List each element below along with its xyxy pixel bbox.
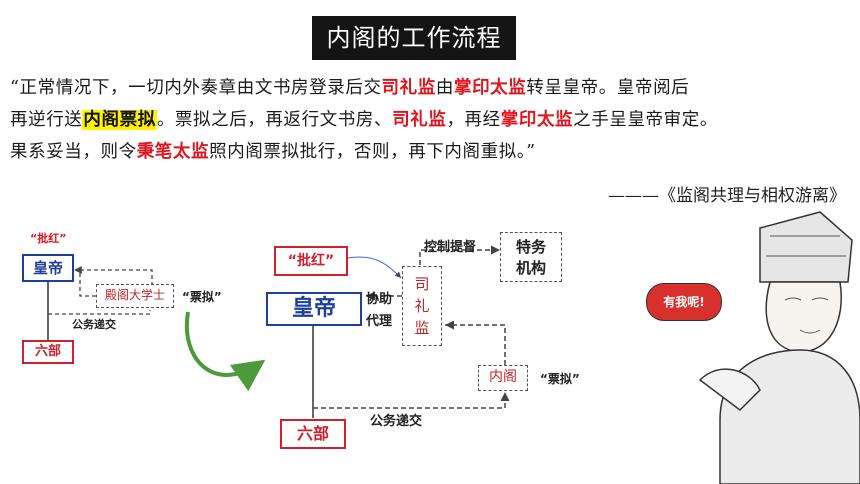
left-piaoni-label: “票拟” — [182, 290, 222, 304]
quote-source: ———《监阁共理与相权游离》 — [608, 186, 846, 206]
quote-text-span: 果系妥当，则令 — [10, 142, 137, 162]
pihong-pointer — [347, 256, 402, 279]
left-relay-label: 公务递交 — [72, 318, 116, 331]
neige-to-sili-arrow — [445, 320, 506, 365]
quote-text-span: ，再经 — [446, 110, 501, 130]
quote-line-3: 果系妥当，则令秉笔太监照内阁票拟批行，否则，再下内阁重拟。” — [10, 136, 850, 168]
green-curved-arrow — [184, 311, 266, 392]
quote-text-span: 再逆行送 — [10, 110, 83, 130]
keyword-zhangyin: 掌印太监 — [453, 78, 527, 98]
right-liubu-box: 六部 — [280, 419, 346, 449]
left-emperor-box: 皇帝 — [22, 254, 74, 282]
assist-label-2: 代理 — [366, 314, 393, 329]
assist-label-1: 协助 — [366, 292, 393, 307]
speech-bubble: 有我呢! — [646, 283, 722, 321]
neige-box: 内阁 — [478, 365, 528, 391]
left-piaoni-arrow — [74, 266, 96, 297]
left-scholar-box: 殿阁大学士 — [96, 284, 174, 308]
quote-text-span: 转呈皇帝。皇帝阅后 — [526, 78, 690, 98]
left-liubu-box: 六部 — [22, 340, 74, 364]
silijian-char: 司 — [414, 275, 430, 293]
keyword-silijian: 司礼监 — [392, 110, 447, 130]
special-agency-box: 特务 机构 — [500, 232, 562, 282]
keyword-bingbi: 秉笔太监 — [136, 142, 210, 162]
right-emperor-box: 皇帝 — [266, 292, 362, 326]
special-agency-line: 机构 — [515, 259, 546, 277]
left-top-dashed — [80, 269, 153, 285]
quote-line-1: “正常情况下，一切内外奏章由文书房登录后交司礼监由掌印太监转呈皇帝。皇帝阅后 — [10, 72, 850, 104]
special-agency-line: 特务 — [515, 238, 546, 256]
sleeve — [698, 368, 761, 411]
quote-text-span: 由 — [435, 78, 454, 98]
silijian-char: 监 — [414, 319, 430, 337]
quote-line-2: 再逆行送内阁票拟。票拟之后，再返行文书房、司礼监，再经掌印太监之手呈皇帝审定。 — [10, 104, 850, 136]
left-relay-dashed — [48, 310, 151, 315]
control-label: 控制提督 — [424, 240, 477, 255]
keyword-neige-piaoni: 内阁票拟 — [82, 110, 157, 130]
quote-text-span: 照内阁票拟批行，否则，再下内阁重拟。” — [209, 142, 536, 162]
keyword-zhangyin: 掌印太监 — [500, 110, 574, 130]
quote-text-span: 。票拟之后，再返行文书房、 — [156, 110, 393, 130]
keyword-silijian: 司礼监 — [381, 78, 436, 98]
silijian-box: 司 礼 监 — [402, 266, 442, 346]
robe — [719, 349, 860, 484]
quote-text: “正常情况下，一切内外奏章由文书房登录后交司礼监由掌印太监转呈皇帝。皇帝阅后 再… — [10, 72, 850, 168]
slide-title: 内阁的工作流程 — [312, 16, 516, 60]
left-pihong-label: “批红” — [30, 232, 67, 245]
silijian-char: 礼 — [414, 297, 430, 315]
control-arrow — [419, 245, 500, 265]
face — [765, 281, 842, 353]
right-pihong-box: “批红” — [274, 246, 348, 276]
quote-text-span: 之手呈皇帝审定。 — [573, 110, 718, 130]
relay-arrow — [313, 392, 510, 409]
quote-text-span: “正常情况下，一切内外奏章由文书房登录后交 — [10, 78, 382, 98]
right-piaoni-label: “票拟” — [540, 372, 580, 386]
hat — [759, 211, 853, 283]
right-relay-label: 公务递交 — [370, 414, 423, 429]
